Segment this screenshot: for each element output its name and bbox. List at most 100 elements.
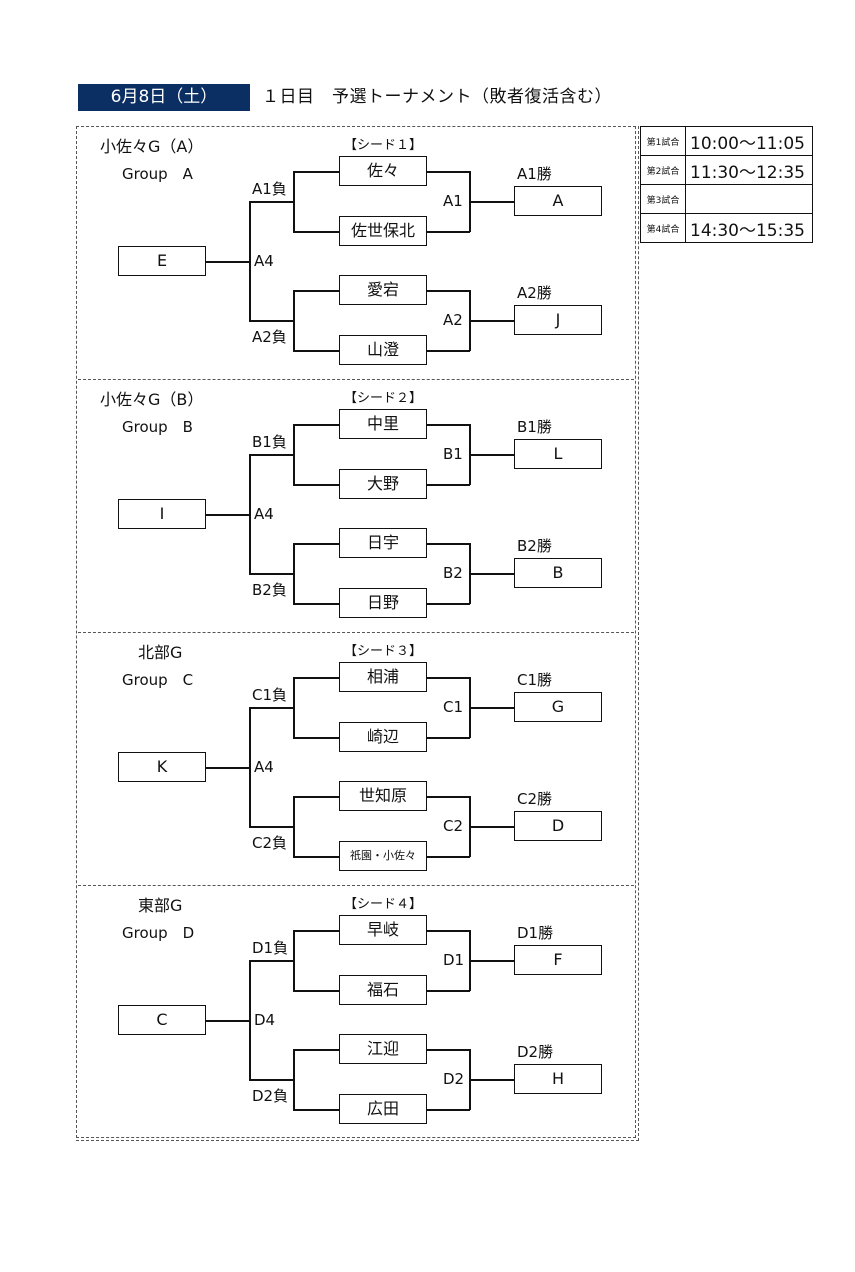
group-section-a: 小佐々G（A） Group A 【シード１】 A1負 A4 A2負 A1 A2 …: [0, 0, 855, 365]
bracket-line: [249, 826, 294, 828]
bracket-line: [293, 171, 339, 173]
schedule-table: 第1試合 10:00～11:05 第2試合 11:30～12:35 第3試合 第…: [640, 126, 813, 243]
team-box: 世知原: [339, 781, 427, 811]
winner-box: F: [514, 945, 602, 975]
winner-label: D2勝: [517, 1043, 554, 1061]
bracket-line: [293, 231, 339, 233]
team-box: 山澄: [339, 335, 427, 365]
schedule-time: 11:30～12:35: [685, 155, 813, 185]
bracket-line: [469, 320, 514, 322]
bracket-line: [427, 603, 470, 605]
bracket-line: [293, 796, 339, 798]
team-box: 日宇: [339, 528, 427, 558]
bracket-line: [293, 677, 339, 679]
group-name: 北部G: [138, 643, 183, 662]
team-box: 祇園・小佐々: [339, 841, 427, 871]
team-box: 相浦: [339, 662, 427, 692]
bracket-line: [293, 290, 339, 292]
bracket-line: [293, 350, 339, 352]
page-title: １日目 予選トーナメント（敗者復活含む）: [262, 87, 612, 107]
team-box: 佐世保北: [339, 216, 427, 246]
seed-team-box: K: [118, 752, 206, 782]
loser-label: C1負: [252, 686, 288, 704]
bracket-line: [293, 603, 339, 605]
bracket-line: [427, 737, 470, 739]
winner-label: B2勝: [517, 537, 552, 555]
match-label: D1: [443, 951, 465, 969]
bracket-line: [427, 1109, 470, 1111]
bracket-line: [293, 171, 295, 231]
bracket-line: [427, 796, 470, 798]
bracket-line: [469, 201, 514, 203]
team-box: 愛宕: [339, 275, 427, 305]
bracket-line: [469, 573, 514, 575]
section-divider: [78, 632, 634, 633]
mid-label: A4: [254, 505, 274, 523]
match-label: A2: [443, 311, 463, 329]
bracket-line: [293, 677, 295, 737]
match-label: B2: [443, 564, 463, 582]
bracket-line: [293, 543, 339, 545]
winner-box: A: [514, 186, 602, 216]
bracket-line: [427, 484, 470, 486]
winner-label: C1勝: [517, 671, 553, 689]
date-badge: 6月8日（土）: [78, 84, 250, 111]
winner-label: B1勝: [517, 418, 552, 436]
winner-label: D1勝: [517, 924, 554, 942]
bracket-line: [427, 1049, 470, 1051]
mid-label: A4: [254, 758, 274, 776]
match-label: C1: [443, 698, 464, 716]
bracket-line: [293, 543, 295, 603]
seed-team-box: E: [118, 246, 206, 276]
winner-box: J: [514, 305, 602, 335]
group-label: Group D: [122, 924, 195, 942]
group-label: Group A: [122, 165, 193, 183]
winner-box: D: [514, 811, 602, 841]
seed-label: 【シード４】: [344, 897, 423, 912]
bracket-line: [293, 290, 295, 350]
bracket-line: [249, 573, 294, 575]
bracket-line: [427, 990, 470, 992]
bracket-line: [469, 707, 514, 709]
bracket-line: [293, 1109, 339, 1111]
bracket-line: [427, 930, 470, 932]
group-label: Group B: [122, 418, 193, 436]
bracket-line: [293, 737, 339, 739]
bracket-line: [249, 320, 294, 322]
bracket-line: [249, 707, 251, 827]
team-box: 崎辺: [339, 722, 427, 752]
team-box: 日野: [339, 588, 427, 618]
bracket-line: [427, 677, 470, 679]
bracket-line: [249, 960, 251, 1080]
schedule-label: 第3試合: [640, 184, 686, 214]
seed-team-box: I: [118, 499, 206, 529]
bracket-frame-shadow: [76, 126, 639, 1141]
group-label: Group C: [122, 671, 194, 689]
team-box: 中里: [339, 409, 427, 439]
loser-label: C2負: [252, 834, 288, 852]
winner-label: C2勝: [517, 790, 553, 808]
bracket-line: [427, 856, 470, 858]
match-label: D2: [443, 1070, 465, 1088]
seed-team-box: C: [118, 1005, 206, 1035]
group-name: 小佐々G（A）: [100, 137, 204, 156]
group-name: 小佐々G（B）: [100, 390, 204, 409]
schedule-label: 第4試合: [640, 213, 686, 243]
mid-label: D4: [254, 1011, 276, 1029]
bracket-line: [293, 796, 295, 856]
bracket-line: [249, 454, 294, 456]
seed-label: 【シード１】: [344, 138, 423, 153]
bracket-line: [293, 1049, 295, 1109]
winner-box: L: [514, 439, 602, 469]
bracket-line: [293, 484, 339, 486]
schedule-time: 10:00～11:05: [685, 126, 813, 156]
bracket-line: [469, 454, 514, 456]
bracket-line: [469, 826, 514, 828]
loser-label: B2負: [252, 581, 287, 599]
schedule-row: 第2試合 11:30～12:35: [640, 155, 813, 185]
bracket-line: [249, 454, 251, 574]
match-label: C2: [443, 817, 464, 835]
bracket-line: [206, 261, 250, 263]
bracket-line: [293, 990, 339, 992]
bracket-line: [249, 201, 251, 321]
